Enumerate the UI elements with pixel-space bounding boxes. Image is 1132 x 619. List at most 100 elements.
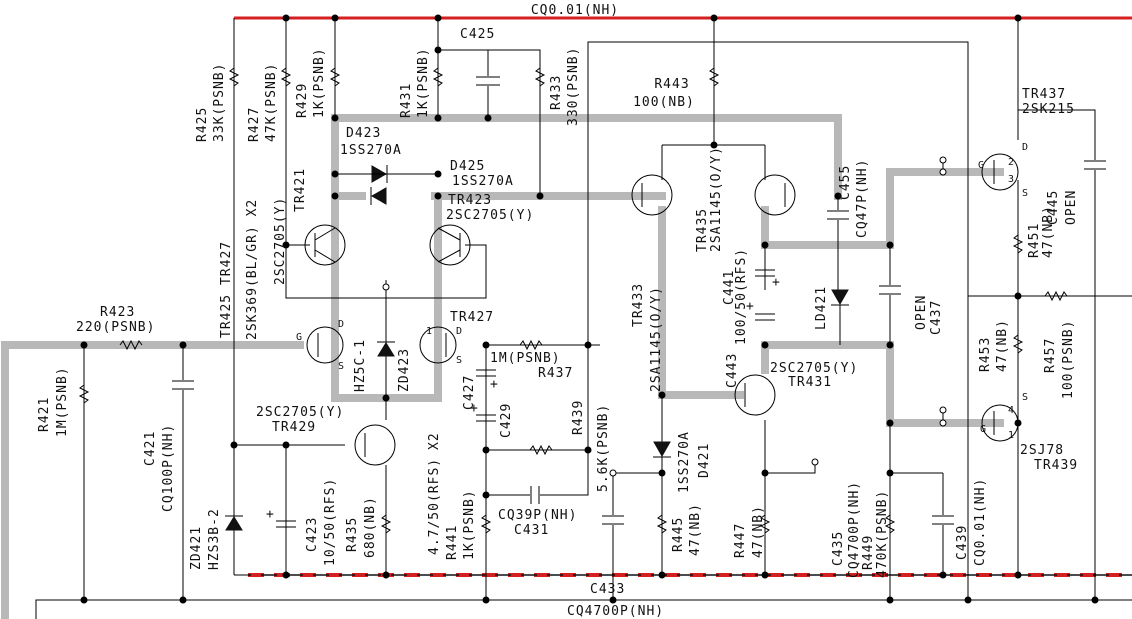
tr433-value: 2SA1145(O/Y) <box>649 286 664 392</box>
ground-line <box>35 599 1132 619</box>
c435-label: C435 <box>831 531 846 566</box>
r445-value: 47(NB) <box>688 503 703 556</box>
d425-label: D425 <box>450 159 485 174</box>
tr421-label: TR421 <box>293 168 308 212</box>
r451-label: R451 <box>1027 223 1042 258</box>
r421-label: R421 <box>37 397 52 432</box>
r443-label: R443 <box>654 77 689 92</box>
r423-label: R423 <box>100 305 135 320</box>
tr431-label: TR431 <box>788 375 832 390</box>
tr429-label: TR429 <box>272 420 316 435</box>
d423-value: 1SS270A <box>340 143 402 158</box>
r429-value: 1K(PSNB) <box>312 47 327 118</box>
c443-label: C443 <box>725 353 740 388</box>
tr427-pin-s: S <box>456 355 462 366</box>
tr425-value: 2SK369(BL/GR) X2 <box>245 199 260 340</box>
c427-label: C427 <box>462 375 477 410</box>
tr439-value: 2SJ78 <box>1020 443 1064 458</box>
tr437-pin-3: 3 <box>1008 174 1014 185</box>
tr431-value: 2SC2705(Y) <box>770 361 858 376</box>
c423-plus: + <box>266 507 275 522</box>
c423-label: C423 <box>305 517 320 552</box>
c437-label: C437 <box>929 300 944 335</box>
r457-value: 100(PSNB) <box>1061 320 1076 399</box>
tr437-label: TR437 <box>1022 87 1066 102</box>
r439-label: R439 <box>571 400 586 435</box>
ld421-label: LD421 <box>814 286 829 330</box>
c445-value: OPEN <box>1064 190 1079 225</box>
r441-value: 1K(PSNB) <box>462 489 477 560</box>
c455-label: C455 <box>838 165 853 200</box>
r437-value: 1M(PSNB) <box>490 351 561 366</box>
r443-value: 100(NB) <box>633 95 695 110</box>
c429-label: C429 <box>499 403 514 438</box>
tr437-pin-d: D <box>1022 142 1028 153</box>
zd421-value: HZS3B-2 <box>207 508 222 570</box>
tr429-value: 2SC2705(Y) <box>256 405 344 420</box>
c439-value: CQ0.01(NH) <box>973 478 988 566</box>
r435-value: 680(NB) <box>363 496 378 558</box>
c427-plus: + <box>490 377 499 392</box>
r431-value: 1K(PSNB) <box>416 47 431 118</box>
d425-value: 1SS270A <box>452 174 514 189</box>
component-labels: CQ0.01(NH) C425 R425 33K(PSNB) R427 47K(… <box>37 3 1079 619</box>
tr437-value: 2SK215 <box>1022 102 1075 117</box>
hz5c1-label: HZ5C-1 <box>353 339 368 392</box>
r457-label: R457 <box>1043 338 1058 373</box>
c427-value: 4.7/50(RFS) <box>427 458 442 555</box>
r449-value: 470K(PSNB) <box>875 490 890 578</box>
capacitors <box>172 76 1106 528</box>
tr421-value: 2SC2705(Y) <box>273 197 288 285</box>
tr439-pin-4: 4 <box>1008 405 1014 416</box>
c425-label: C425 <box>460 27 495 42</box>
c455-value: CQ47P(NH) <box>855 159 870 238</box>
c445-label: C445 <box>1046 190 1061 225</box>
c439-label: C439 <box>955 525 970 560</box>
tr433-label: TR433 <box>631 283 646 327</box>
r421-value: 1M(PSNB) <box>55 366 70 437</box>
r453-label: R453 <box>978 337 993 372</box>
r449-label: R449 <box>861 535 876 570</box>
r441-label: R441 <box>445 525 460 560</box>
x2-label: X2 <box>427 432 442 450</box>
tr439-pin-1: 1 <box>1008 430 1014 441</box>
tr425-pin-g: G <box>296 332 302 343</box>
open-c437-label: OPEN <box>914 295 929 330</box>
c421-value: CQ100P(NH) <box>161 424 176 512</box>
open-terminals <box>382 156 947 477</box>
r425-label: R425 <box>195 107 210 142</box>
r433-value: 330(PSNB) <box>566 47 581 126</box>
tr435-value: 2SA1145(O/Y) <box>709 146 724 252</box>
c421-label: C421 <box>143 431 158 466</box>
cq0-01-label: CQ0.01(NH) <box>531 3 619 18</box>
cq39p-label: CQ39P(NH) <box>498 508 577 523</box>
tr439-pin-g: G <box>980 424 986 435</box>
tr437-pin-2: 2 <box>1008 157 1014 168</box>
tr427-pin-d: D <box>456 326 462 337</box>
c441-value: 100/50(RFS) <box>734 248 749 345</box>
resistors <box>78 67 1068 534</box>
tr427-pin-1: 1 <box>426 326 432 337</box>
tr425-tr427-label: TR425 TR427 <box>219 241 234 338</box>
zd423-label: ZD423 <box>397 348 412 392</box>
r433-label: R433 <box>549 75 564 110</box>
r435-label: R435 <box>345 517 360 552</box>
r447-value: 47(NB) <box>751 505 766 558</box>
c441-label: C441 <box>722 270 737 305</box>
r439-value: 5.6K(PSNB) <box>596 404 611 492</box>
c431-label: C431 <box>514 523 549 538</box>
diodes <box>225 165 849 531</box>
r427-label: R427 <box>247 107 262 142</box>
tr437-pin-g: G <box>978 160 984 171</box>
junction-dots <box>80 14 1099 604</box>
r429-label: R429 <box>295 83 310 118</box>
c441-plus: + <box>772 275 781 290</box>
c429-plus: + <box>470 401 479 416</box>
r425-value: 33K(PSNB) <box>212 63 227 142</box>
r447-label: R447 <box>733 523 748 558</box>
tr439-pin-s: S <box>1022 392 1028 403</box>
r427-value: 47K(PSNB) <box>264 63 279 142</box>
tr439-label: TR439 <box>1034 458 1078 473</box>
r445-label: R445 <box>671 517 686 552</box>
